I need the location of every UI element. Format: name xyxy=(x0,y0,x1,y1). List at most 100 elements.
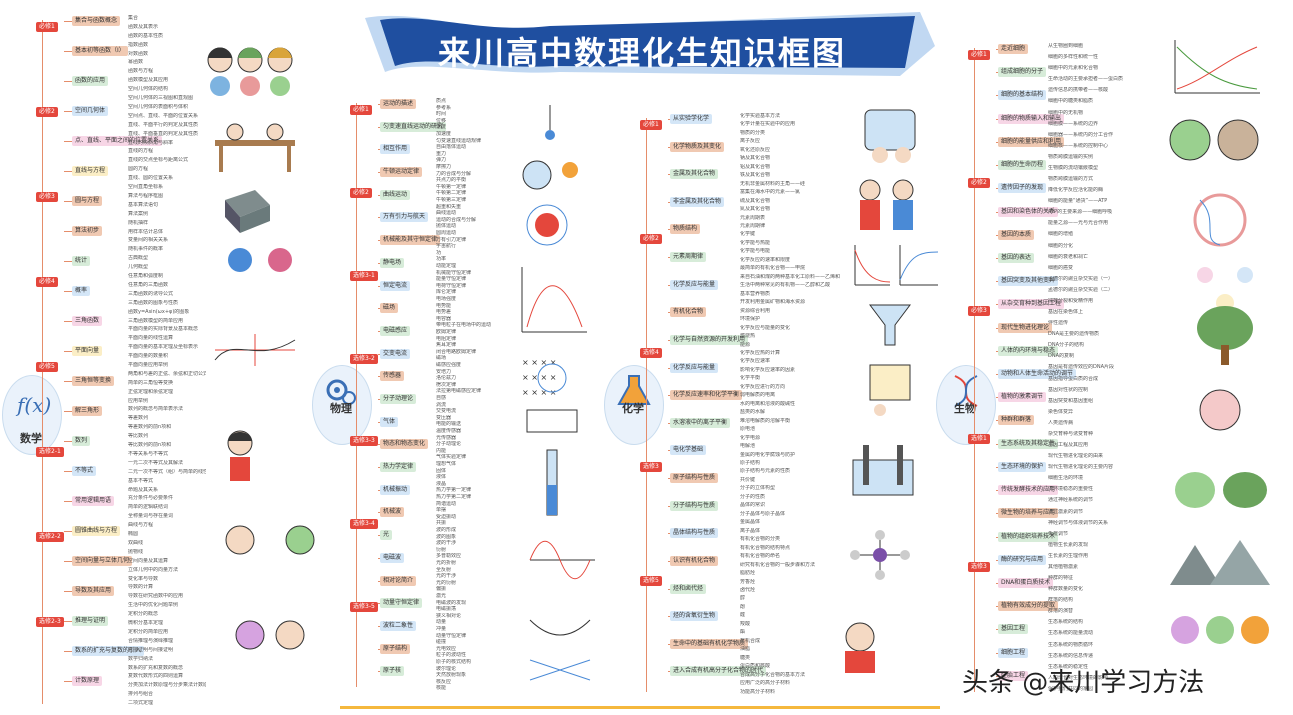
topic-label: 点、直线、平面之间的位置关系 xyxy=(72,136,163,146)
leaf-item: 影响化学反应速率的因素 xyxy=(740,366,796,373)
module-label: 选修3-5 xyxy=(350,602,378,613)
leaf-item: 原子的核式结构 xyxy=(436,659,472,665)
leaf-item: 波的图象 xyxy=(436,533,457,540)
branch-line xyxy=(378,603,380,605)
leaf-item: 细胞中的无机物 xyxy=(1048,109,1084,116)
leaf-item: 交变电流 xyxy=(436,408,457,415)
leaf-item: 化学计量在实验中的应用 xyxy=(740,121,796,128)
leaf-item: 复数代数形式的四则运算 xyxy=(128,673,184,680)
leaf-item: 二项式定理 xyxy=(128,700,154,707)
branch-line xyxy=(64,261,72,262)
leaf-item: 化学反应热的计算 xyxy=(740,349,781,356)
leaf-item: 算法与程序框图 xyxy=(128,192,164,199)
cartoon-students-illustration xyxy=(200,30,310,104)
leaf-item: 遗传信息的携带者——核酸 xyxy=(1048,87,1109,94)
topic-label: 光 xyxy=(380,530,393,541)
leaf-item: 运动的合成与分解 xyxy=(436,216,477,223)
leaf-item: 直线的倾斜角与斜率 xyxy=(128,139,174,146)
module-label: 必修1 xyxy=(36,22,58,32)
chemist-cartoon xyxy=(825,615,895,679)
leaf-item: 空间向量及其运算 xyxy=(128,557,169,564)
module-label: 选修3-1 xyxy=(350,270,378,281)
branch-line xyxy=(668,201,670,203)
leaf-item: 化学键 xyxy=(740,231,756,238)
leaf-item: 基因工程及其应用 xyxy=(1048,442,1089,449)
branch-line xyxy=(64,141,72,142)
branch-line xyxy=(64,111,72,112)
leaf-item: 带电粒子在电场中的运动 xyxy=(436,322,492,329)
branch-line xyxy=(668,643,670,645)
branch-line xyxy=(378,217,380,219)
leaf-item: 燃烧热 xyxy=(740,333,756,340)
tree-illustration xyxy=(1180,300,1270,374)
cartoon-figures-illustration xyxy=(220,510,320,574)
branch-line xyxy=(378,149,380,151)
leaf-item: 质点 xyxy=(436,98,447,104)
page-title: 来川高中数理化生知识框图 xyxy=(438,34,847,72)
leaf-item: DNA分子的结构 xyxy=(1048,342,1085,349)
leaf-item: 两角和与差的正弦、余弦和正切公式 xyxy=(128,370,206,377)
leaf-item: 电场强度 xyxy=(436,296,457,302)
topic-label: 生态环境的保护 xyxy=(998,461,1047,472)
topic-label: 晶体结构与性质 xyxy=(670,528,719,539)
topic-label: 概率 xyxy=(72,286,91,296)
topic-label: 恒定电流 xyxy=(380,280,411,291)
leaf-item: 直线、圆的位置关系 xyxy=(128,175,174,182)
topic-label: 烃的含氧衍生物 xyxy=(670,611,719,622)
leaf-item: 细胞中的糖类和脂质 xyxy=(1048,98,1094,105)
electric-field-graph xyxy=(512,262,592,346)
leaf-item: 离子反应 xyxy=(740,138,761,145)
leaf-item: 等比数列的前n项和 xyxy=(128,442,172,449)
leaf-item: 共点力的平衡 xyxy=(436,177,467,184)
leaf-item: 功能高分子材料 xyxy=(740,688,776,695)
subject-math-label: 数学 xyxy=(20,432,42,445)
topic-label: 机械振动 xyxy=(380,484,411,495)
branch-line xyxy=(64,231,72,232)
subject-physics-blob xyxy=(312,365,372,445)
branch-line xyxy=(378,104,380,105)
scientists-illustration xyxy=(845,170,925,244)
topic-label: 圆锥曲线与方程 xyxy=(72,526,121,536)
leaf-item: 空间点、直线、平面的位置关系 xyxy=(128,112,199,119)
module-label: 必修2 xyxy=(350,187,372,198)
topic-label: 细胞的物质输入和输出 xyxy=(998,113,1065,124)
leaf-item: 弱电解质的电离 xyxy=(740,392,776,399)
leaf-item: 基因指导蛋白质的合成 xyxy=(1048,375,1099,382)
leaf-item: 水的电离和溶液的酸碱性 xyxy=(740,400,796,407)
leaf-item: 物质跨膜运输的实例 xyxy=(1048,153,1094,160)
topic-label: 水溶液中的离子平衡 xyxy=(670,417,731,428)
leaf-item: 直线的方程 xyxy=(128,148,154,155)
leaf-item: 醇 xyxy=(740,595,746,602)
module-label: 必修2 xyxy=(640,234,662,244)
topic-label: 微生物的培养与应用 xyxy=(998,508,1059,519)
leaf-item: 牛顿第三定律 xyxy=(436,197,467,203)
enzyme-curve-graph xyxy=(1165,35,1265,104)
leaf-item: 氮及其化合物 xyxy=(740,206,771,213)
human-body-illustration xyxy=(1170,380,1270,444)
leaf-item: 钠及其化合物 xyxy=(740,155,771,162)
leaf-item: 自由落体运动 xyxy=(436,144,467,151)
module-label: 选修4 xyxy=(640,348,662,358)
leaf-item: 细胞的衰老和凋亡 xyxy=(1048,253,1089,260)
topic-label: 原子核 xyxy=(380,666,405,677)
leaf-item: 全称量词与存在量词 xyxy=(128,513,174,520)
leaf-item: 波的形成 xyxy=(436,527,457,533)
subject-biology-blob xyxy=(936,365,996,445)
leaf-item: 能量守恒定律 xyxy=(436,276,467,283)
branch-line xyxy=(668,257,670,259)
leaf-item: 牛顿第二定律 xyxy=(436,190,467,197)
leaf-item: 动能定理 xyxy=(436,263,457,269)
topic-label: 非金属及其化合物 xyxy=(670,196,725,207)
branch-line xyxy=(64,681,72,682)
topic-label: 传统发酵技术的应用 xyxy=(998,485,1059,496)
branch-line xyxy=(64,471,72,472)
leaf-item: 羧酸 xyxy=(740,620,751,627)
title-banner xyxy=(360,6,940,84)
topic-label: 细胞的基本结构 xyxy=(998,90,1047,101)
leaf-item: 狭义相对论 xyxy=(436,612,462,619)
filtration-apparatus xyxy=(860,300,920,354)
topic-label: 平面向量 xyxy=(72,346,103,356)
leaf-item: 金属晶体 xyxy=(740,519,761,526)
topic-label: 分子动理论 xyxy=(380,394,417,404)
leaf-item: 偏振 xyxy=(436,586,447,593)
